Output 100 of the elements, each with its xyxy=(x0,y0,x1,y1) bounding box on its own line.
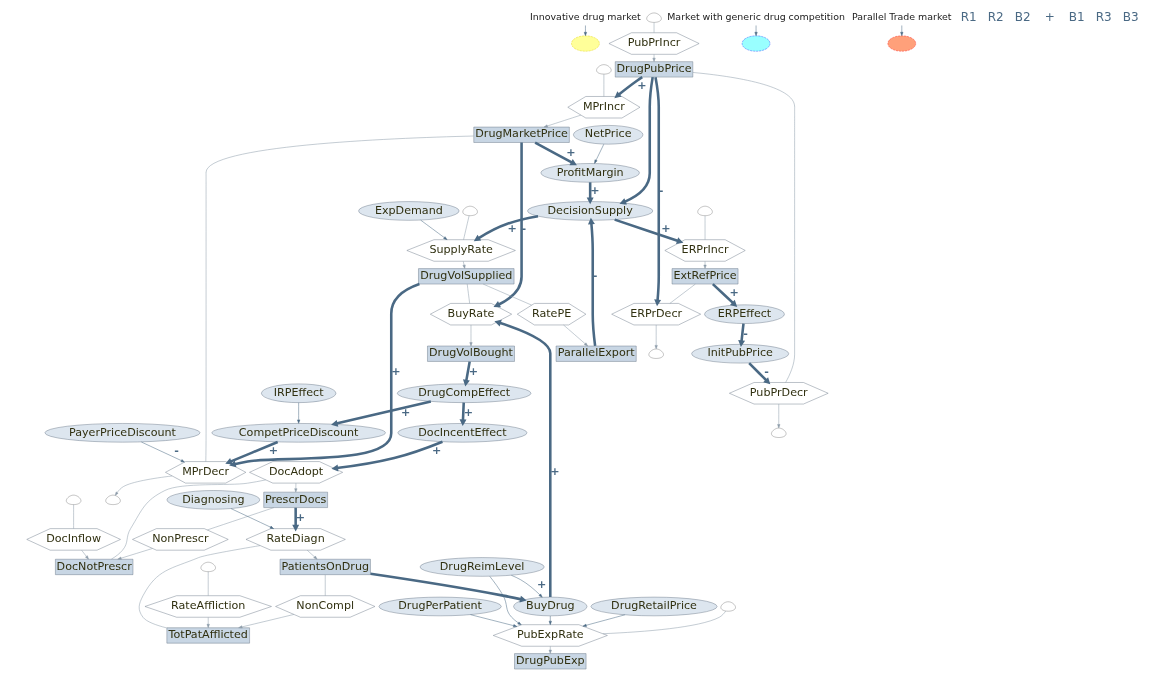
node-blob xyxy=(741,35,770,52)
node-ellipse: DrugRetailPrice xyxy=(590,596,717,617)
edge-label: - xyxy=(521,222,526,236)
label: B3 xyxy=(1122,9,1139,24)
node-blob xyxy=(570,35,600,52)
arrow xyxy=(618,76,654,205)
node-text: Parallel Trade market xyxy=(851,11,952,23)
connector xyxy=(138,545,260,629)
node-ellipse: ExpDemand xyxy=(357,201,459,221)
node-ellipse: DecisionSupply xyxy=(526,201,653,221)
arrow xyxy=(237,614,294,629)
label: R3 xyxy=(1095,9,1112,24)
arrow xyxy=(369,572,527,603)
arrow xyxy=(80,549,89,560)
arrow xyxy=(593,143,604,164)
arrow xyxy=(583,25,587,36)
node-ellipse: DrugReimLevel xyxy=(419,557,544,577)
edge-label: + xyxy=(636,79,647,93)
connector xyxy=(110,479,266,560)
arrow xyxy=(548,615,552,625)
node-cloud xyxy=(770,427,786,438)
edge-label: + xyxy=(506,222,517,236)
arrow xyxy=(473,214,538,242)
arrow xyxy=(613,76,643,99)
connector xyxy=(669,283,696,304)
node-ellipse: CompetPriceDiscount xyxy=(211,423,386,443)
node-box: DrugPubExp xyxy=(513,653,586,670)
node-cloud xyxy=(720,601,736,612)
arrow xyxy=(899,25,903,36)
arrow xyxy=(754,25,757,36)
arrow xyxy=(493,142,523,308)
arrow xyxy=(330,400,431,427)
node-blob xyxy=(887,35,916,52)
edge-label: + xyxy=(390,365,401,379)
label: R2 xyxy=(987,9,1004,24)
connector xyxy=(602,610,726,634)
arrow xyxy=(510,575,542,598)
arrow xyxy=(654,324,658,350)
node-ellipse: ERPEffect xyxy=(703,304,785,324)
node-ellipse: NetPrice xyxy=(572,125,643,145)
node-ellipse: IRPEffect xyxy=(260,383,336,403)
node-cloud xyxy=(105,494,121,505)
label: R1 xyxy=(960,9,977,24)
node-cloud xyxy=(648,348,664,359)
arrow xyxy=(747,362,770,385)
node-cloud xyxy=(646,12,662,23)
node-ellipse: DocIncentEffect xyxy=(397,423,527,443)
arrow xyxy=(459,402,466,427)
arrow xyxy=(296,402,300,424)
arrow xyxy=(587,217,596,347)
node-ellipse: DrugCompEffect xyxy=(396,383,531,403)
connector xyxy=(324,574,325,596)
node-cloud xyxy=(595,64,611,75)
node-box: DrugPubPrice xyxy=(614,61,693,78)
edge-label: - xyxy=(173,444,179,458)
edge-label: - xyxy=(742,326,748,340)
node-box: ExtRefPrice xyxy=(671,268,738,285)
node-ellipse: PayerPriceDiscount xyxy=(44,423,200,443)
arrow xyxy=(737,323,745,347)
label: B2 xyxy=(1014,9,1031,24)
edge-label: + xyxy=(660,222,671,236)
arrow xyxy=(703,261,706,269)
node-box: DrugVolBought xyxy=(426,345,515,362)
connector xyxy=(482,283,532,306)
arrow xyxy=(291,507,299,532)
node-text: Market with generic drug competition xyxy=(666,11,845,23)
node-box: DocNotPrescr xyxy=(54,559,133,575)
edge-label: + xyxy=(431,444,441,458)
edge-label: + xyxy=(468,365,478,379)
connector xyxy=(207,571,208,596)
edge-label: + xyxy=(268,444,278,458)
node-box: ParallelExport xyxy=(555,345,636,362)
edge-label: + xyxy=(565,146,575,160)
arrow xyxy=(776,403,780,429)
connector xyxy=(206,507,274,531)
edge-label: + xyxy=(295,511,305,525)
node-ellipse: Diagnosing xyxy=(166,490,260,510)
arrow xyxy=(548,646,552,654)
arrow xyxy=(469,614,517,628)
arrow xyxy=(306,549,317,560)
arrow xyxy=(140,441,185,463)
arrow xyxy=(711,283,737,307)
node-ellipse: DrugPerPatient xyxy=(378,596,501,617)
arrow xyxy=(653,76,661,307)
arrow xyxy=(582,614,625,627)
arrow xyxy=(230,508,274,529)
arrow xyxy=(330,440,443,472)
node-box: PrescrDocs xyxy=(263,491,328,508)
arrow xyxy=(489,576,521,625)
arrow xyxy=(652,54,655,62)
node-cloud xyxy=(200,562,216,572)
label: + xyxy=(1044,9,1055,24)
edge-label: + xyxy=(400,406,410,420)
connector xyxy=(466,283,470,304)
arrow xyxy=(224,440,278,465)
arrow xyxy=(493,319,552,597)
node-box: DrugVolSupplied xyxy=(417,268,514,285)
connector xyxy=(653,22,654,33)
edge-label: + xyxy=(463,406,473,420)
arrow xyxy=(117,548,153,560)
